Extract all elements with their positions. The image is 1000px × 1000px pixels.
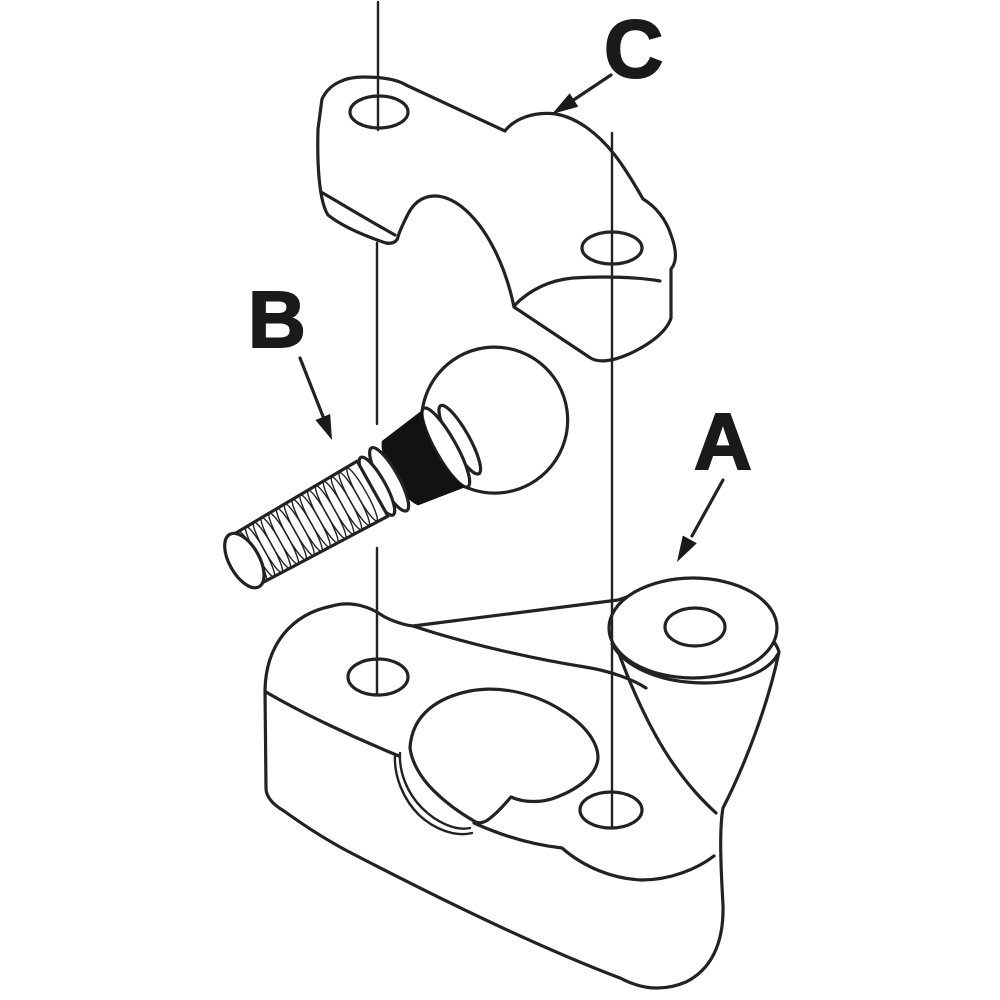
callout-c-arrow-icon: [552, 93, 579, 114]
clamp-silhouette: [316, 75, 678, 363]
neck-ring-inner: [420, 406, 472, 489]
callout-a-arrow-icon: [677, 535, 697, 562]
callout-a-label: A: [694, 397, 752, 486]
callout-c-arrow-line: [570, 73, 613, 103]
cutout-wall-line-inner: [398, 751, 472, 830]
callout-c-label: C: [604, 4, 663, 95]
kidney-cutout: [408, 687, 600, 825]
thread-lines: [237, 467, 379, 582]
boss-hole: [663, 606, 727, 648]
centerlines: [375, 0, 614, 830]
stud-tip-face: [223, 531, 266, 590]
cutout-wall-line-outer: [393, 754, 474, 836]
plate-top-bottom-edge-left: [264, 690, 401, 758]
boss-rim-line: [610, 642, 780, 685]
callout-b-arrow-icon: [315, 414, 332, 440]
clamp-face-edge-left: [319, 190, 397, 237]
plate-top-bottom-edge-right: [472, 821, 716, 882]
callout-c: C: [552, 3, 664, 114]
callout-b: B: [247, 274, 332, 440]
centerline-left: [375, 0, 380, 697]
ball-stud-part: [223, 345, 570, 590]
corner-face-edge: [615, 646, 718, 815]
threaded-shaft-body: [229, 459, 390, 587]
base-plate-part: [263, 576, 781, 990]
sloped-face-edge-lower: [411, 624, 648, 690]
clamp-face-edge-right: [512, 275, 662, 308]
neck-ring-outer: [437, 403, 483, 476]
callout-a: A: [677, 396, 753, 562]
clamp-cap-part: [316, 75, 678, 363]
callout-b-arrow-line: [298, 356, 326, 421]
callout-b-label: B: [248, 275, 306, 364]
callout-a-arrow-line: [690, 478, 725, 538]
